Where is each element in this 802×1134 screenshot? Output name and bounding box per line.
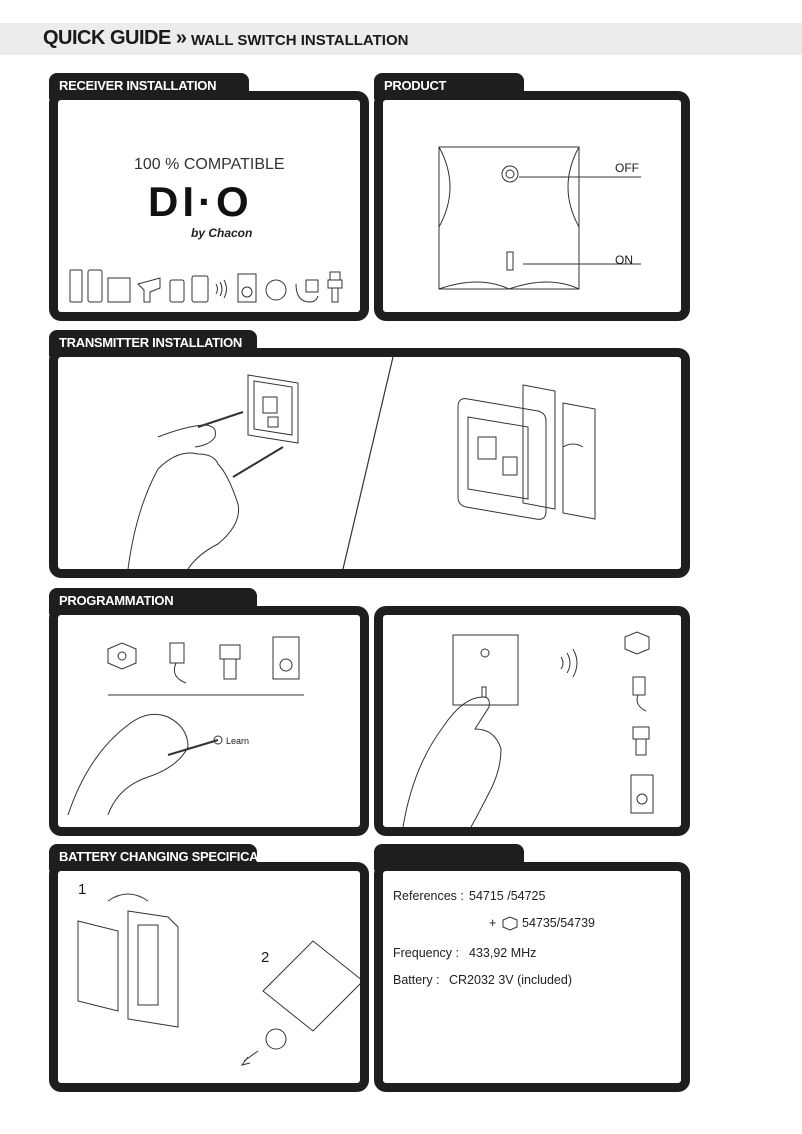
frequency-value: 433,92 MHz [469,946,537,960]
panel-icon [107,277,131,303]
plugin-module-icon [169,642,187,684]
radio-wave-icon [560,648,578,678]
receiver-icons-row [69,269,343,303]
lamp-socket-icon [219,644,241,680]
battery-value: CR2032 3V (included) [449,973,572,987]
frequency-label: Frequency : [393,946,460,960]
flush-receiver-icon [107,642,137,670]
finger-press-drawing [402,696,502,827]
plus-sign: + [489,916,497,930]
flush-receiver-icon [502,916,518,931]
adhesive-tape-2 [562,402,596,520]
hand-drawing [67,713,189,816]
programmation-left-panel: Learn [49,606,369,836]
programmation-press-drawing [402,631,654,827]
keypad-icon [69,269,83,303]
battery-drawing [262,940,360,1032]
socket-receiver-icon [630,774,654,814]
plug-in-receiver-icon [265,279,287,301]
screwdriver [197,411,244,428]
off-label: OFF [615,161,639,175]
step-2-number: 2 [261,949,270,966]
switch-back [457,398,547,520]
off-led [501,165,519,183]
bulb-socket-icon [327,271,343,303]
references-value: 54715 /54725 [469,889,546,903]
socket-receiver-icon [272,636,300,680]
on-label: ON [615,253,633,267]
switch-icon [169,279,185,303]
on-button [506,251,514,271]
backplate [247,374,299,444]
transmitter-panel [49,348,690,578]
wall-switch-drawing [438,146,641,290]
motion-detector-icon [137,277,161,303]
chacon-byline: by Chacon [191,226,253,240]
compatible-text: 100 % COMPATIBLE [134,156,285,173]
socket-icon [237,273,257,303]
step-1-number: 1 [78,881,87,898]
specs-panel: References : 54715 /54725 + 54735/54739 … [374,862,690,1092]
plugin-module-icon [632,676,647,712]
battery-change-drawing [77,893,360,1066]
receiver-panel: 100 % COMPATIBLE DI·O by Chacon [49,91,369,321]
header-bar: QUICK GUIDE » WALL SWITCH INSTALLATION [0,23,802,55]
flush-receiver-icon [624,631,650,655]
hook-icon [295,279,319,303]
transmitter-drawing [127,357,596,569]
remote-icon [87,269,103,303]
dio-logo: DI·O [148,178,253,225]
extra-references: 54735/54739 [522,916,595,930]
adhesive-tape-1 [522,384,556,510]
battery-label: Battery : [393,973,440,987]
hand-drawing [127,452,240,569]
cover-drawing [77,920,119,1012]
references-label: References : [393,889,464,903]
battery-panel: 1 2 [49,862,369,1092]
header-title: QUICK GUIDE » [43,27,187,49]
lamp-socket-icon [632,726,650,756]
programmation-right-panel [374,606,690,836]
header-subtitle: WALL SWITCH INSTALLATION [191,32,409,49]
product-panel: OFF ON [374,91,690,321]
programmation-learn-drawing [67,636,304,816]
doorbell-icon [191,275,209,303]
radio-wave-icon [215,279,227,299]
learn-button [213,735,223,745]
learn-label: Learn [226,736,250,746]
screw [232,446,284,478]
